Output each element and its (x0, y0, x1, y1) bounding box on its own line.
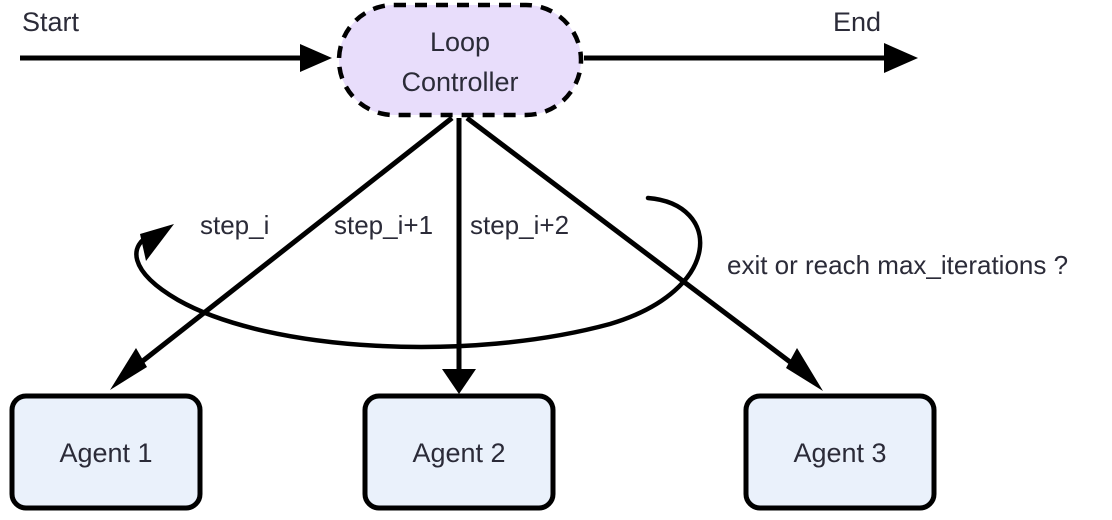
edge-controller-to-agent-3 (465, 116, 823, 391)
agent-3-shape[interactable] (743, 393, 937, 511)
edge-controller-to-agent-1 (110, 116, 454, 390)
agent-2-shape[interactable] (362, 393, 556, 511)
edge-label-step-i-plus-2: step_i+2 (470, 210, 569, 240)
agent-2-edge-arrowhead (442, 369, 476, 394)
agent-1-shape[interactable] (9, 393, 203, 511)
edge-controller-to-end (584, 43, 918, 73)
feedback-loop-arrowhead (140, 224, 174, 261)
start-edge-arrowhead (300, 44, 332, 72)
loop-controller-shape[interactable] (336, 2, 584, 118)
agent-1-edge-line (128, 116, 454, 373)
feedback-loop-path (134, 195, 703, 350)
node-agent-2[interactable] (362, 393, 556, 511)
edge-start-to-controller (20, 44, 332, 72)
agent-3-edge-arrowhead (786, 348, 823, 391)
node-agent-3[interactable] (743, 393, 937, 511)
agent-1-edge-arrowhead (110, 348, 147, 390)
edge-feedback-loop (134, 195, 703, 350)
edge-label-step-i-plus-1: step_i+1 (334, 210, 433, 240)
edge-controller-to-agent-2 (442, 118, 476, 394)
edge-label-step-i: step_i (200, 210, 269, 240)
loop-controller-label-line1: Loop (430, 27, 490, 57)
end-label: End (833, 7, 881, 37)
node-loop-controller[interactable] (336, 2, 584, 118)
end-edge-arrowhead (884, 43, 918, 73)
agent-3-edge-line (465, 116, 804, 373)
agent-3-label: Agent 3 (793, 438, 886, 468)
loop-controller-label-line2: Controller (401, 67, 518, 97)
feedback-condition-label: exit or reach max_iterations ? (727, 250, 1068, 280)
node-agent-1[interactable] (9, 393, 203, 511)
start-label: Start (22, 7, 80, 37)
agent-2-label: Agent 2 (412, 438, 505, 468)
agent-1-label: Agent 1 (59, 438, 152, 468)
